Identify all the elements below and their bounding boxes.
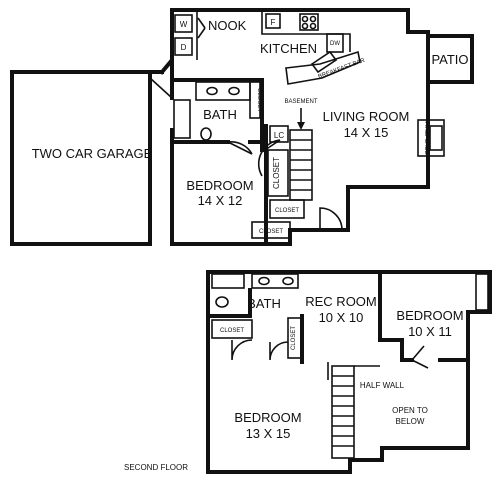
bath-walls bbox=[170, 78, 264, 144]
second-floor: BATH REC ROOM 10 X 10 BEDROOM 10 X 11 CL… bbox=[124, 270, 492, 474]
nook-label: NOOK bbox=[208, 18, 247, 33]
burner-icon bbox=[301, 22, 309, 30]
linen-closet-label: LC bbox=[274, 131, 284, 140]
bedroom-left-label: BEDROOM bbox=[234, 410, 301, 425]
rec-door-swing bbox=[269, 341, 289, 361]
closet-door-swing bbox=[257, 139, 281, 177]
bedroom-label: BEDROOM bbox=[186, 178, 253, 193]
second-floor-label: SECOND FLOOR bbox=[124, 463, 188, 472]
burner-icon bbox=[309, 22, 317, 30]
patio-label: PATIO bbox=[431, 52, 468, 67]
half-wall-label: HALF WALL bbox=[360, 381, 405, 390]
fireplace-label: FIREPLACE bbox=[423, 121, 429, 154]
closet-mid bbox=[269, 199, 305, 219]
burner-icon bbox=[301, 15, 309, 23]
fridge-box bbox=[265, 13, 281, 29]
washer-box bbox=[174, 14, 193, 33]
closet-mid-label: CLOSET bbox=[275, 208, 299, 214]
basement-label: BASEMENT bbox=[284, 99, 317, 105]
closet-left-label: CLOSET bbox=[220, 328, 244, 334]
patio bbox=[426, 34, 474, 84]
toilet-icon bbox=[200, 127, 212, 141]
kitchen-sink bbox=[310, 50, 338, 74]
breakfast-bar bbox=[285, 50, 361, 85]
closet-vertical-label: CLOSET bbox=[272, 157, 281, 189]
nook-arrow-top bbox=[197, 17, 206, 29]
rec-room-label: REC ROOM bbox=[305, 294, 377, 309]
first-floor: TWO CAR GARAGE W D NOOK F KITCHEN DW BRE… bbox=[10, 8, 474, 246]
bath-door-swing bbox=[227, 141, 253, 155]
garage-label: TWO CAR GARAGE bbox=[32, 146, 153, 161]
garage-door-line bbox=[149, 77, 173, 99]
bath-closet bbox=[249, 81, 261, 119]
stove-box bbox=[299, 13, 319, 31]
closet-bath-label: CLOSET bbox=[256, 88, 262, 112]
bedroom-left-size: 13 X 15 bbox=[246, 426, 291, 441]
nook-arrow-bottom bbox=[197, 27, 206, 39]
linen-closet bbox=[269, 125, 289, 143]
open-to-label: OPEN TO bbox=[392, 406, 428, 415]
closet-center-label: CLOSET bbox=[291, 326, 297, 350]
kitchen-label: KITCHEN bbox=[260, 41, 317, 56]
burner-icon bbox=[309, 15, 317, 23]
closet-left bbox=[211, 319, 253, 339]
living-room-size: 14 X 15 bbox=[344, 125, 389, 140]
second-floor-walls bbox=[206, 270, 492, 474]
bath-vanity bbox=[195, 81, 251, 101]
bath-label: BATH bbox=[247, 296, 281, 311]
rec-room-size: 10 X 10 bbox=[319, 310, 364, 325]
bedroom-right-wall bbox=[378, 338, 414, 362]
bedroom-right-door bbox=[411, 345, 429, 369]
bathtub bbox=[173, 99, 191, 139]
dishwasher-label: DW bbox=[330, 41, 340, 47]
stairs bbox=[331, 365, 355, 459]
sink-icon bbox=[228, 86, 240, 96]
house-walls bbox=[159, 8, 430, 246]
below-label: BELOW bbox=[396, 417, 425, 426]
living-room-label: LIVING ROOM bbox=[323, 109, 410, 124]
fireplace-hearth bbox=[429, 125, 443, 151]
closet-door-swing bbox=[231, 339, 253, 361]
bedroom-right-size: 10 X 11 bbox=[408, 324, 452, 339]
kitchen-counter bbox=[261, 12, 351, 52]
patio-side-box bbox=[475, 273, 489, 311]
sink-icon bbox=[282, 276, 294, 286]
dryer-label: D bbox=[181, 43, 187, 52]
closet-bottom-label: CLOSET bbox=[259, 229, 283, 235]
sink-icon bbox=[206, 86, 218, 96]
bedroom-size: 14 X 12 bbox=[198, 193, 243, 208]
bathtub bbox=[211, 273, 245, 289]
arrow-head-icon bbox=[297, 122, 305, 130]
breakfast-bar-label: BREAKFAST BAR bbox=[317, 58, 366, 81]
garage-walls bbox=[10, 70, 164, 246]
front-door-swing bbox=[319, 207, 343, 231]
toilet-icon bbox=[215, 296, 229, 308]
fridge-label: F bbox=[271, 18, 276, 27]
sink-icon bbox=[258, 276, 270, 286]
bath-vanity bbox=[251, 273, 299, 289]
closet-bottom bbox=[251, 221, 291, 239]
bath-walls bbox=[206, 288, 252, 318]
washer-label: W bbox=[180, 20, 188, 29]
bedroom-right-label: BEDROOM bbox=[396, 308, 463, 323]
fireplace-box bbox=[417, 119, 445, 157]
bath-label: BATH bbox=[203, 107, 237, 122]
dryer-box bbox=[174, 37, 193, 56]
